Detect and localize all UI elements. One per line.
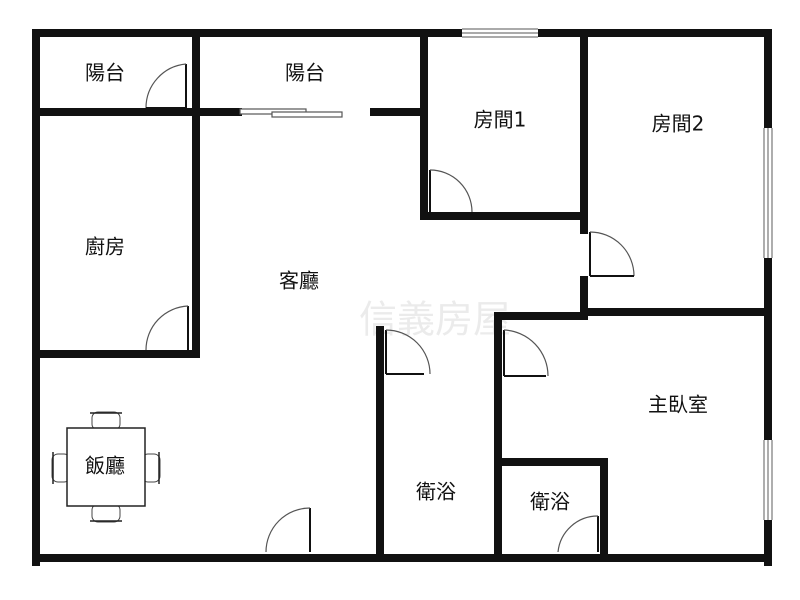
label-bedroom-2: 房間2	[652, 112, 705, 136]
room-labels: 陽台 陽台 房間1 房間2 廚房 客廳 飯廳 衛浴 衛浴 主臥室	[85, 61, 708, 514]
label-bedroom-1: 房間1	[474, 108, 527, 132]
door-small-balcony	[145, 63, 187, 109]
chair-right	[141, 452, 161, 484]
windows	[462, 27, 774, 520]
dining-table-set	[51, 411, 161, 523]
watermark: 信義房屋	[359, 298, 511, 342]
label-dining-room: 飯廳	[85, 454, 125, 478]
label-balcony-main: 陽台	[285, 61, 325, 85]
outer-walls	[32, 29, 772, 566]
label-bathroom-1: 衛浴	[416, 480, 456, 504]
label-living-room: 客廳	[279, 269, 319, 293]
chair-left	[51, 452, 71, 484]
label-balcony-small: 陽台	[85, 61, 125, 85]
doors	[145, 63, 635, 553]
label-kitchen: 廚房	[85, 235, 125, 259]
door-bedroom-2	[589, 231, 635, 277]
door-bathroom-2	[557, 515, 599, 553]
interior-walls	[32, 29, 772, 562]
label-master-bedroom: 主臥室	[648, 393, 708, 417]
label-bathroom-2: 衛浴	[530, 490, 570, 514]
sliding-door-balcony	[239, 108, 343, 118]
door-bedroom-1	[429, 169, 473, 213]
door-bathroom-1	[385, 329, 431, 375]
dining-table	[66, 427, 146, 507]
door-kitchen	[145, 305, 189, 351]
door-master-bedroom	[503, 329, 549, 377]
door-entrance	[265, 507, 311, 553]
